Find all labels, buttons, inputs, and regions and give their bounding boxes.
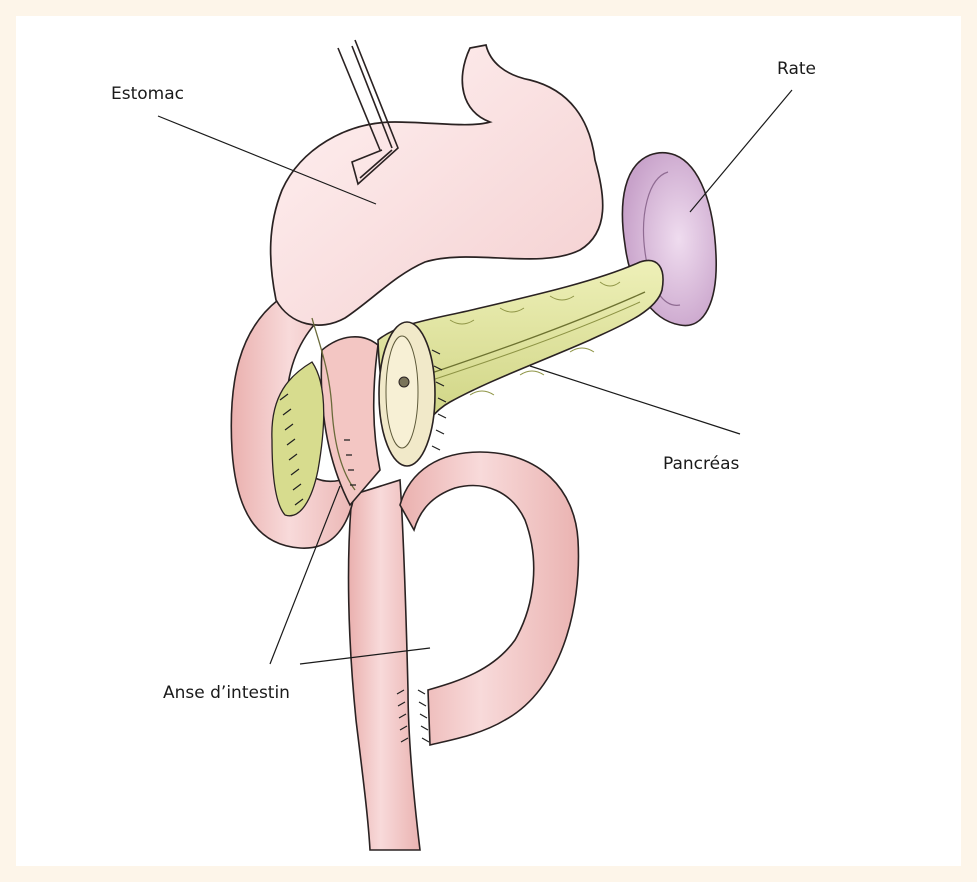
jejunal-stump (321, 337, 380, 505)
duct-opening (399, 377, 409, 387)
label-anse-intestin: Anse d’intestin (163, 685, 290, 702)
leader-rate (690, 90, 792, 212)
stomach (271, 45, 603, 325)
pancreatic-stump-inner (386, 336, 418, 448)
intestine-loop (400, 452, 578, 745)
leader-pancreas (530, 366, 740, 434)
label-rate: Rate (777, 61, 816, 78)
intestine-trunk (349, 480, 420, 850)
label-pancreas: Pancréas (663, 456, 739, 473)
label-estomac: Estomac (111, 86, 184, 103)
